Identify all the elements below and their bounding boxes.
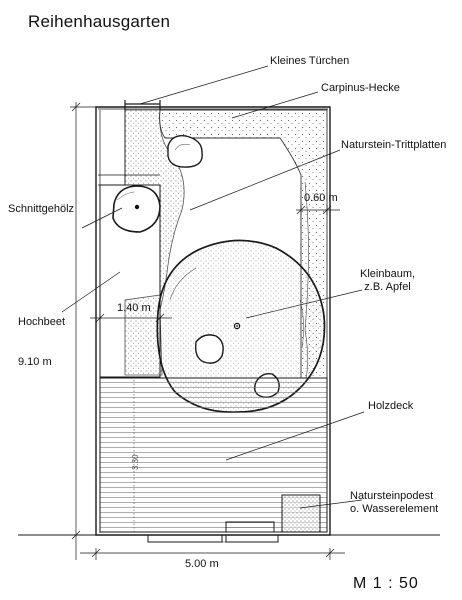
label-small-tree-line1: Kleinbaum,: [360, 268, 416, 280]
label-carpinus-hedge: Carpinus-Hecke: [321, 82, 400, 94]
stone-podium: [281, 494, 321, 533]
label-raised-bed: Hochbeet: [18, 316, 66, 328]
label-stone-podium-line2: o. Wasserelement: [350, 503, 439, 515]
dimension-garden-length: 9.10 m: [18, 356, 52, 368]
dimension-bed-width: 1.40 m: [117, 302, 151, 314]
dimension-hedge-width: 0.60 m: [304, 192, 338, 204]
dimension-garden-width: 5.00 m: [185, 558, 219, 570]
house-edge-steps: [18, 521, 440, 543]
page-title: Reihenhausgarten: [28, 12, 171, 31]
dimension-lines: [70, 102, 345, 560]
label-small-gate: Kleines Türchen: [270, 55, 350, 67]
label-pruned-shrub: Schnittgehölz: [8, 203, 75, 215]
pruned-shrub: [112, 185, 161, 233]
label-stone-podium-line1: Natursteinpodest: [350, 490, 434, 502]
label-stone-podium: Natursteinpodest o. Wasserelement: [350, 490, 438, 516]
drawing-scale: M 1 : 50: [353, 575, 419, 592]
raised-bed: [98, 174, 161, 378]
label-small-tree-line2: z.B. Apfel: [364, 281, 411, 293]
stone-slab-top: [167, 135, 203, 168]
label-small-tree: Kleinbaum, z.B. Apfel: [360, 268, 415, 294]
small-gate: [124, 100, 161, 110]
label-wooden-deck: Holzdeck: [368, 400, 414, 412]
leader-lines: [61, 65, 365, 509]
dimension-deck-length: 3.30: [131, 454, 140, 470]
label-stepping-stones: Naturstein-Trittplatten: [341, 139, 447, 151]
